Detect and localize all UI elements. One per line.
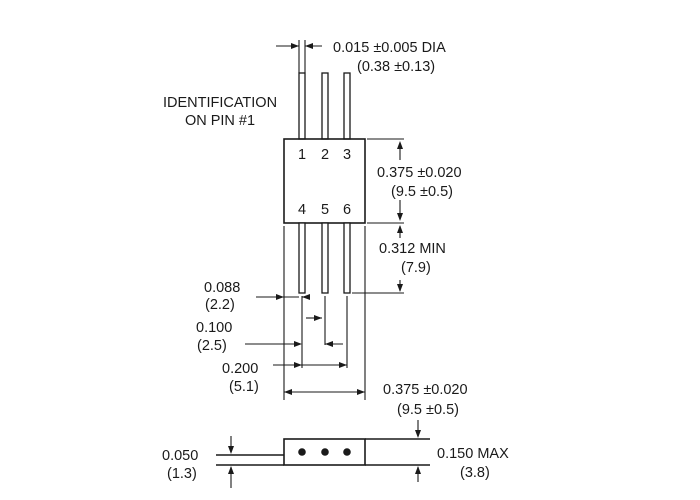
dim-pin-diameter-inch: 0.015 ±0.005 DIA [333,40,446,56]
lead-pin-6-lower [343,222,351,294]
pin-numbers: 1 2 3 4 5 6 [298,147,351,218]
dim-standoff-inch: 0.050 [162,448,198,464]
dim-pin-span [273,362,347,368]
dim-pin-pitch-mm: (2.5) [197,338,227,354]
dim-extension-lines [283,226,366,400]
pin-number-2: 2 [321,147,329,163]
side-view [216,438,430,466]
dim-lead-length-inch: 0.312 MIN [379,241,446,257]
identification-label-line2: ON PIN #1 [185,113,255,129]
dim-body-height-mm: (9.5 ±0.5) [391,184,453,200]
dim-body-width [284,389,365,395]
dim-standoff [228,436,234,488]
lead-pin-3-upper [343,72,351,140]
pin-number-4: 4 [298,202,306,218]
dim-side-height-inch: 0.150 MAX [437,446,509,462]
dim-body-width-inch: 0.375 ±0.020 [383,382,468,398]
dim-pin-diameter [276,40,322,73]
dim-edge-to-pin-mm: (2.2) [205,297,235,313]
lead-pin-5-lower [321,222,329,294]
pin-number-5: 5 [321,202,329,218]
dim-lead-length-mm: (7.9) [401,260,431,276]
pin-number-1: 1 [298,147,306,163]
side-view-body [283,438,366,466]
dim-body-width-mm: (9.5 ±0.5) [397,402,459,418]
lead-pin-4-lower [298,222,306,294]
dim-lead-length [352,225,404,294]
pin-number-6: 6 [343,202,351,218]
dim-pin-diameter-mm: (0.38 ±0.13) [357,59,435,75]
dim-body-height [367,138,404,224]
dim-pin-span-inch: 0.200 [222,361,258,377]
dim-pin-pitch-inch: 0.100 [196,320,232,336]
lead-pin-2-upper [321,72,329,140]
pin-number-3: 3 [343,147,351,163]
lead-pin-1-upper [298,72,306,140]
lower-leads [298,222,351,294]
side-view-pin-dot-3 [343,448,351,456]
side-view-pin-dot-2 [321,448,329,456]
side-view-pin-dot-1 [298,448,306,456]
dim-pin-span-mm: (5.1) [229,379,259,395]
dim-side-height [415,420,421,482]
dim-pin-pitch [245,315,343,347]
dim-body-height-inch: 0.375 ±0.020 [377,165,462,181]
identification-label-line1: IDENTIFICATION [163,95,277,111]
upper-leads [298,72,351,140]
dim-edge-to-pin [256,294,310,300]
dim-side-height-mm: (3.8) [460,465,490,481]
dim-standoff-mm: (1.3) [167,466,197,482]
dim-edge-to-pin-inch: 0.088 [204,280,240,296]
